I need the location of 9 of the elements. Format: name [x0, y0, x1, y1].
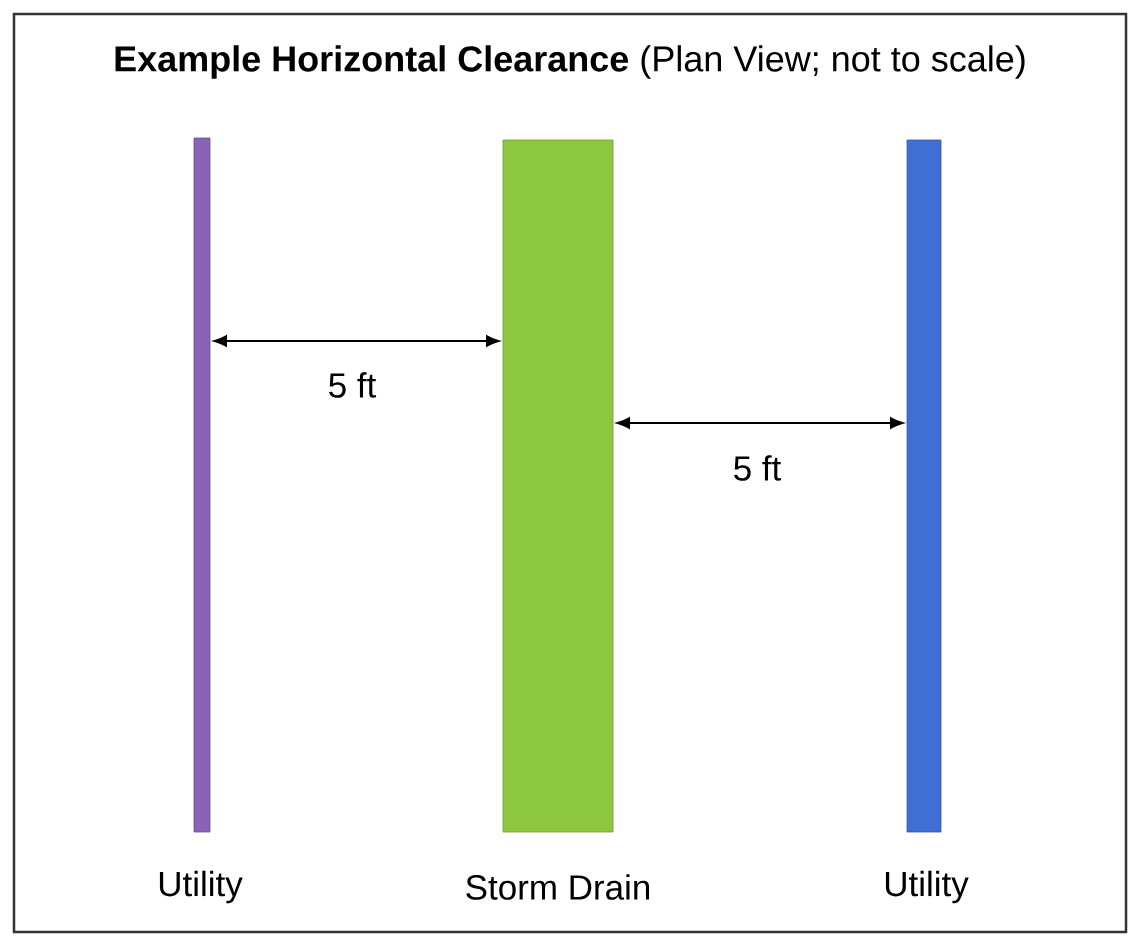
dimension-label: 5 ft — [734, 455, 782, 481]
bar — [502, 139, 614, 833]
dimension-label: 5 ft — [329, 372, 377, 398]
bar-label: Utility — [159, 870, 243, 904]
bar — [906, 139, 942, 833]
title: Example Horizontal Clearance (Plan View; not to scale) — [115, 45, 1025, 79]
bar-label: Utility — [885, 870, 969, 904]
bar-label: Storm Drain — [466, 874, 650, 900]
bar — [193, 137, 211, 833]
